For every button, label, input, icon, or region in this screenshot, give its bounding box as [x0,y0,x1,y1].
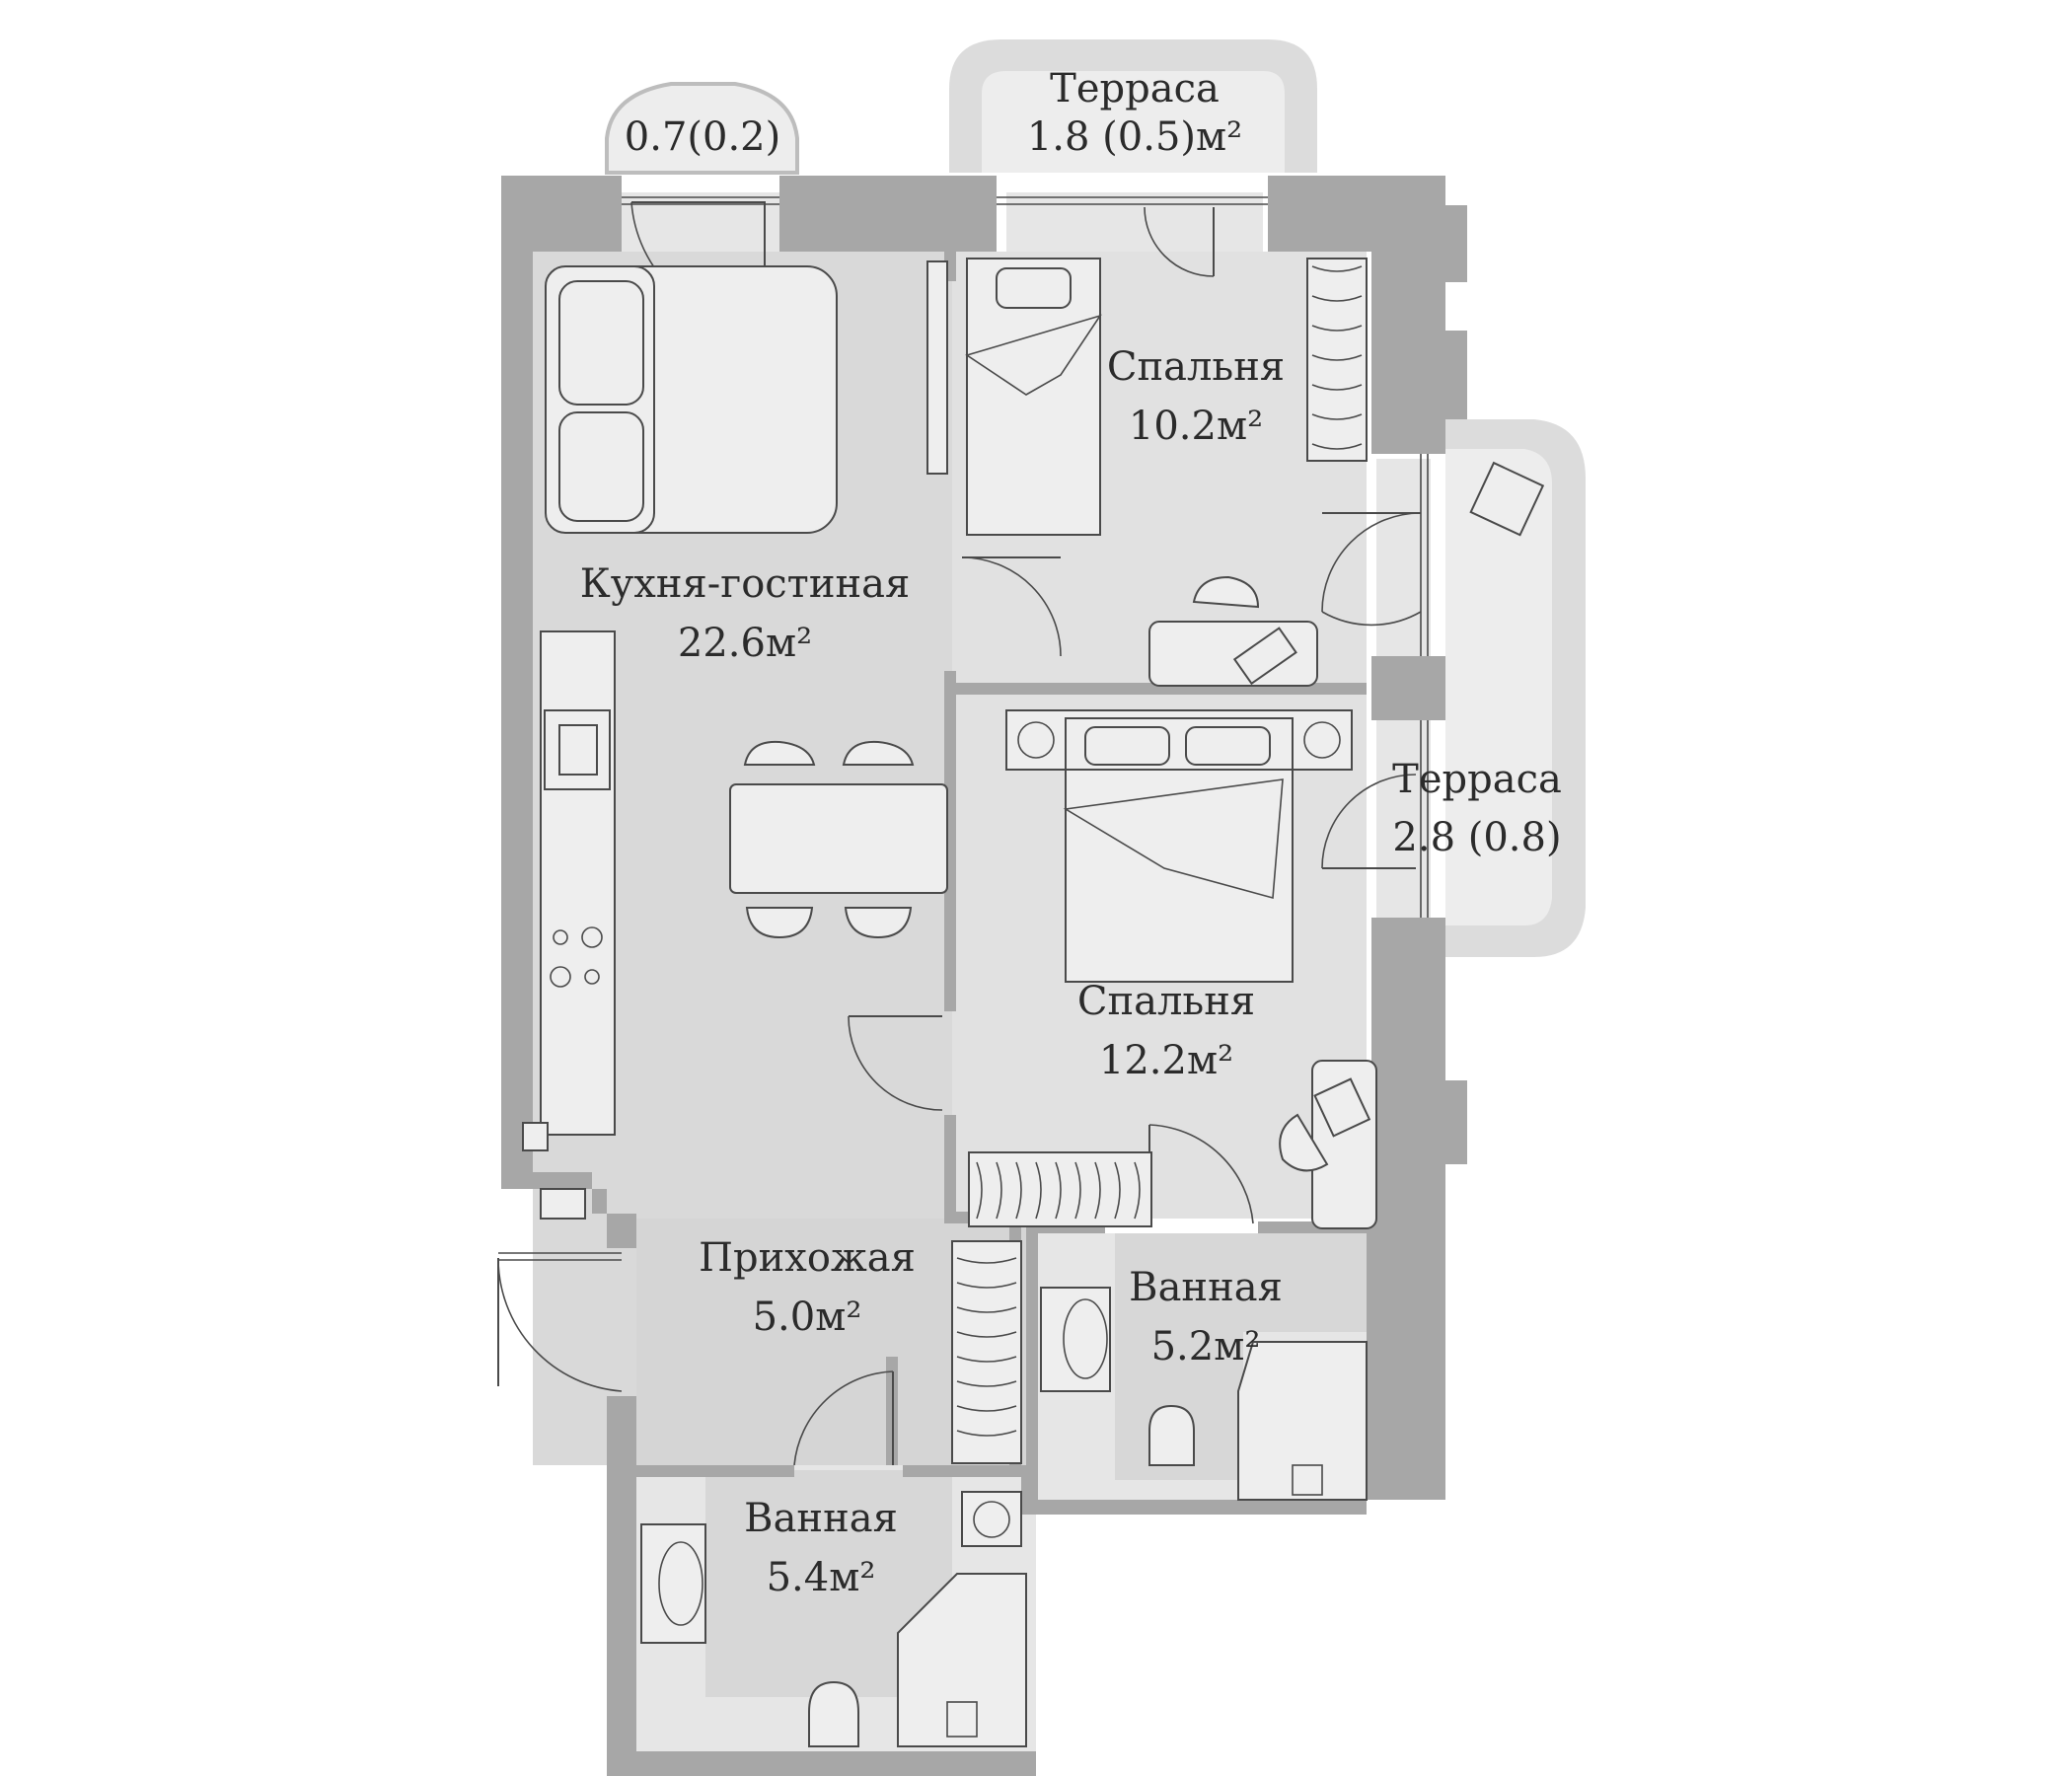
balcony-small [605,82,799,175]
bedroom-1-furniture [926,258,1368,687]
room-labels: 0.7(0.2) Терраса 1.8 (0.5)м² Спальня 10.… [580,66,1562,1600]
terrace-right-name: Терраса [1392,757,1562,802]
bathroom-2-area: 5.4м² [767,1555,876,1600]
bedroom-1-area: 10.2м² [1129,404,1263,449]
bathroom-2-fixtures [640,1491,1027,1747]
terrace-top-name: Терраса [1050,66,1220,111]
dining-table [729,740,948,939]
terrace-top-area: 1.8 (0.5)м² [1027,114,1242,160]
bedroom-1-name: Спальня [1107,344,1285,390]
bedroom-2-area: 12.2м² [1099,1038,1233,1083]
terraces [605,39,1586,957]
kitchen-counter [522,630,616,1220]
bathroom-1-area: 5.2м² [1151,1324,1261,1369]
sofa [545,265,838,534]
hallway-name: Прихожая [699,1235,916,1281]
bedroom-2-furniture [968,709,1377,1229]
kitchen-living-area: 22.6м² [678,621,812,666]
kitchen-living-name: Кухня-гостиная [580,561,910,607]
windows [498,196,1429,1261]
bathroom-1-name: Ванная [1129,1265,1283,1310]
walls [501,176,1467,1776]
bathroom-1-fixtures [1040,1287,1368,1501]
hallway-wardrobe [951,1240,1022,1464]
terrace-right-area: 2.8 (0.8) [1392,815,1561,860]
balcony-area: 0.7(0.2) [625,114,780,160]
bathroom-2-name: Ванная [744,1496,898,1541]
doors [497,201,1422,1466]
furniture [522,258,1545,1747]
bedroom-2-name: Спальня [1077,979,1255,1024]
hallway-area: 5.0м² [753,1295,862,1340]
